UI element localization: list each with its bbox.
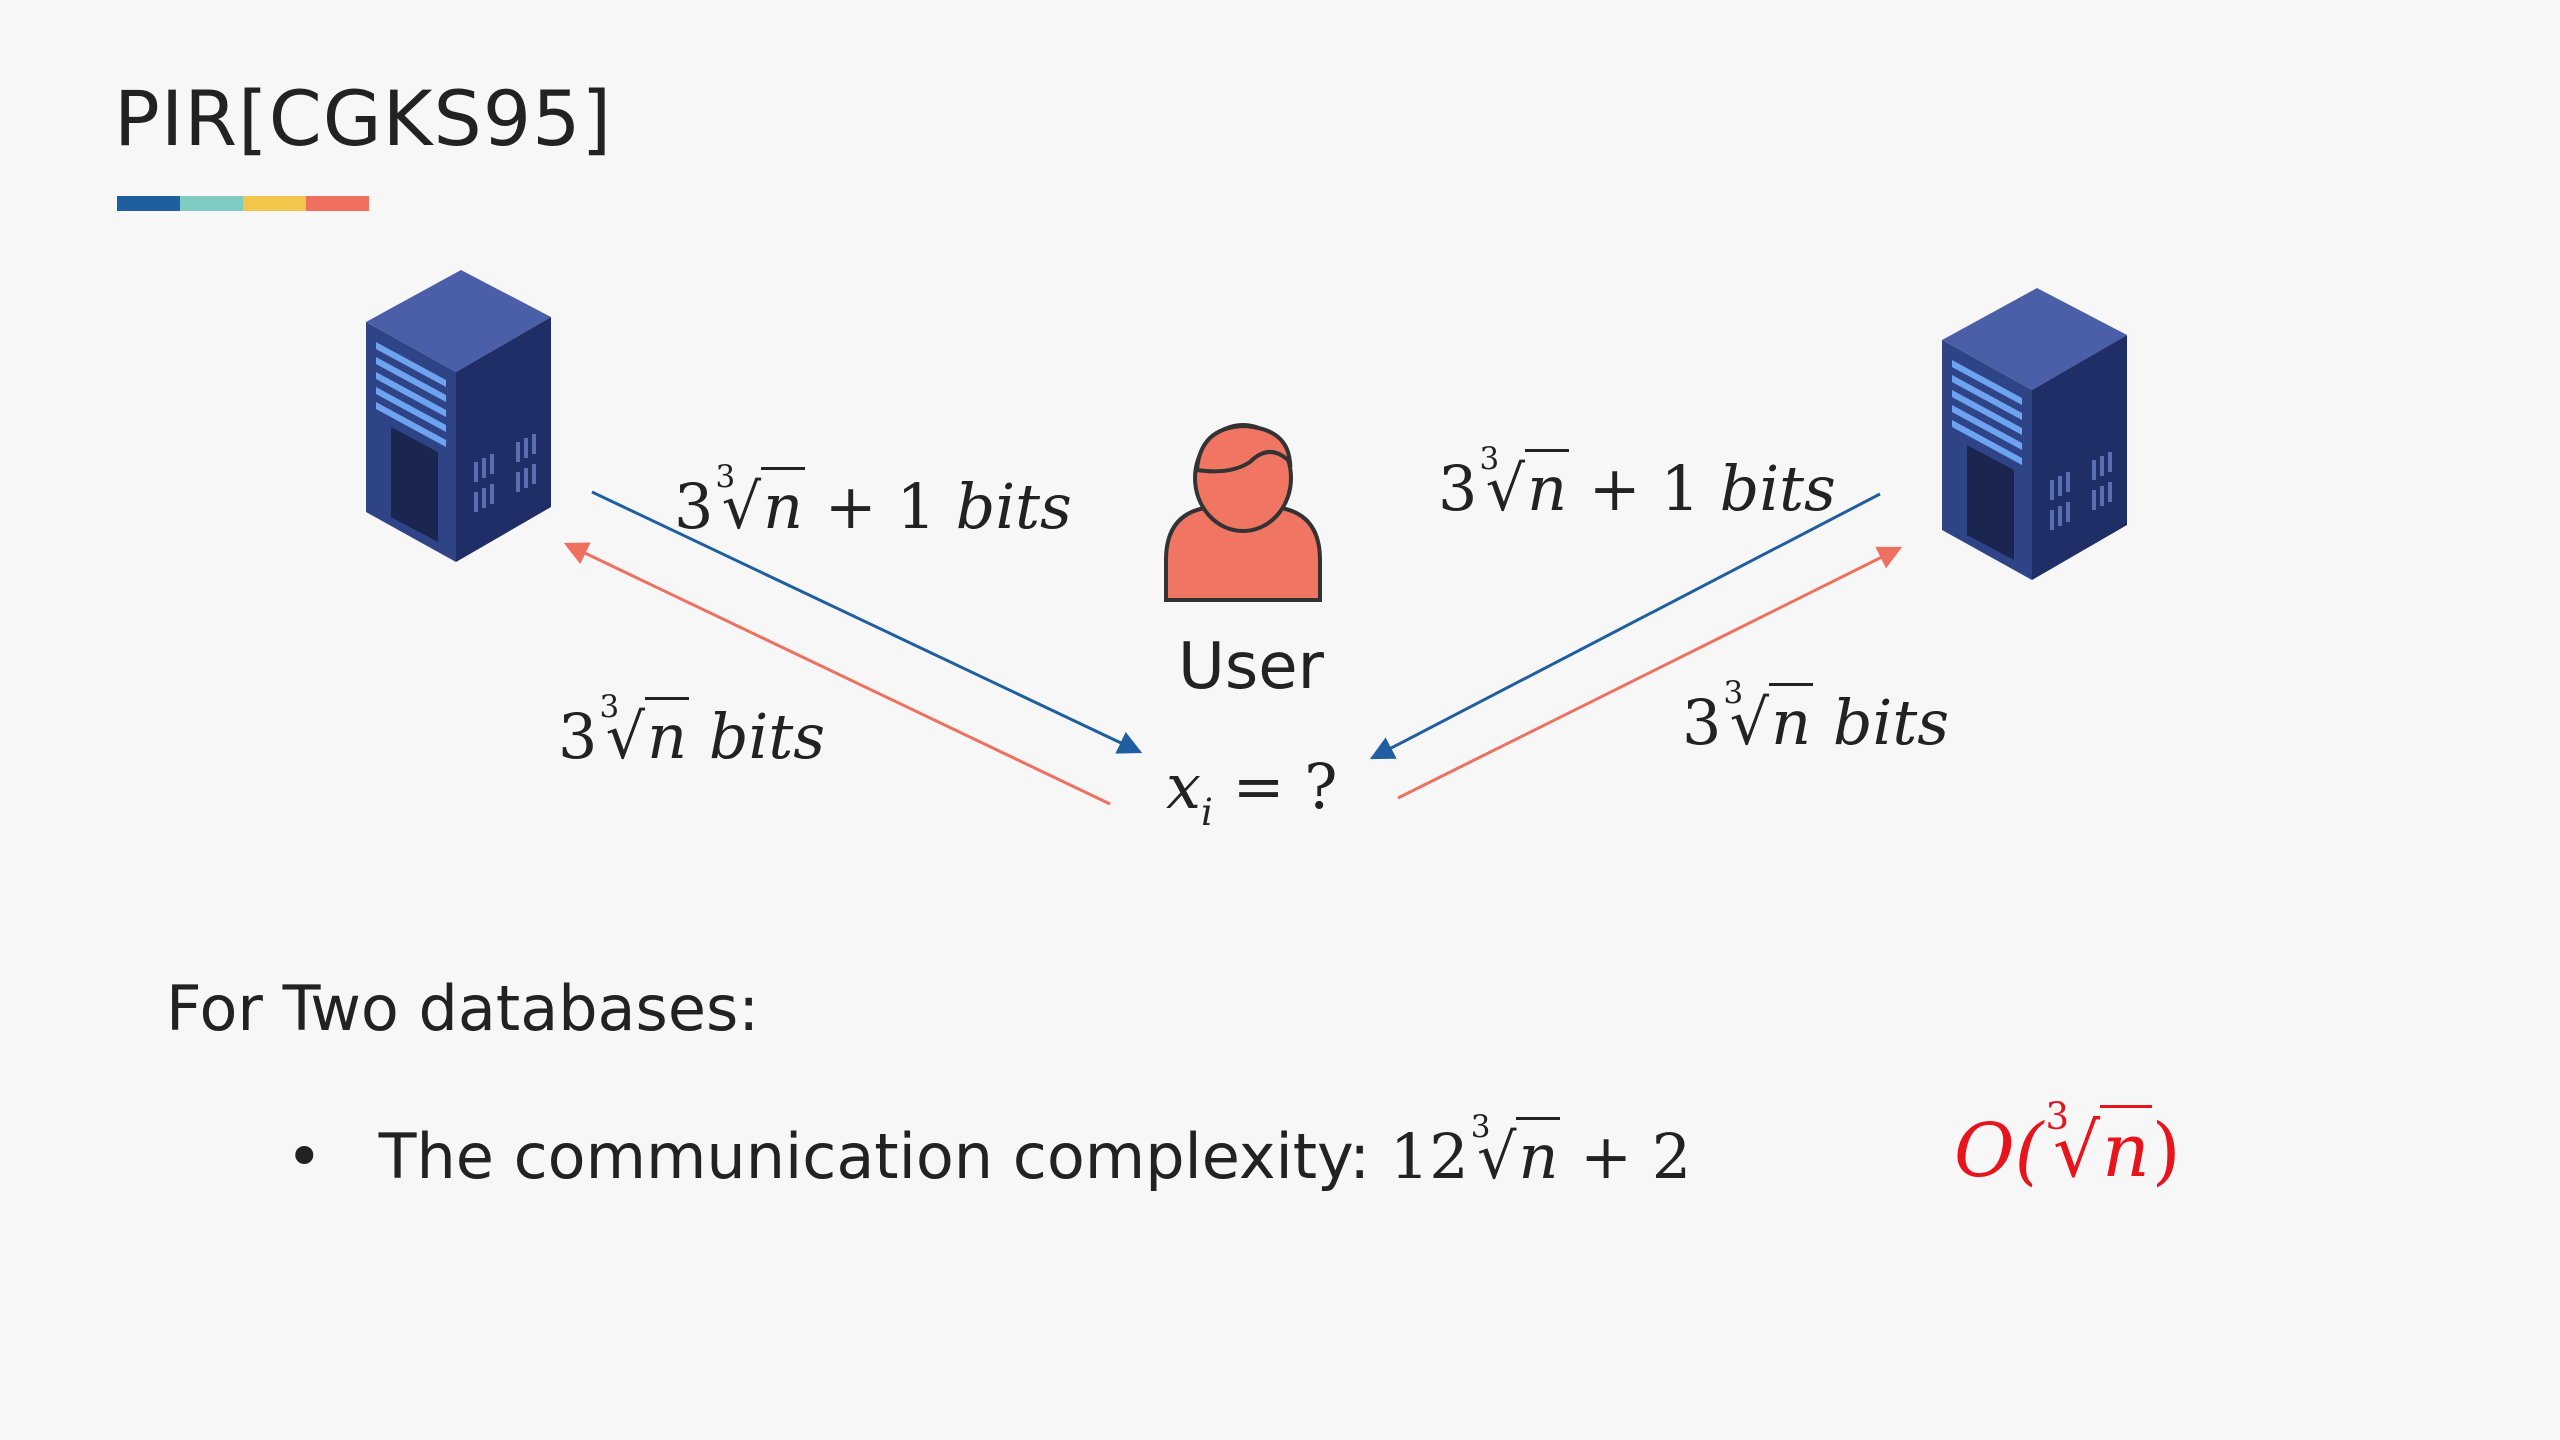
unit: bits [708,700,826,773]
accent-segment-3 [243,196,306,211]
cube-root: 3√n [1723,675,1814,759]
arrow-right-query [1369,492,1881,760]
plus-two: + 2 [1560,1120,1692,1193]
arrow-left-answer [563,542,1111,806]
query-variable: x [1166,750,1201,823]
coef: 12 [1389,1120,1469,1193]
coef: 3 [558,700,598,773]
user-icon [1164,423,1322,602]
server-left-icon [366,270,551,562]
summary-heading: For Two databases: [166,972,760,1045]
cube-root: 3√n [2045,1095,2152,1194]
query-equals: = ? [1212,750,1338,823]
coef: 3 [1438,452,1478,525]
arrow-right-answer [1397,546,1903,800]
radicand: n [645,697,690,773]
root-index: 3 [1470,1109,1491,1146]
unit: bits [1719,452,1836,525]
big-o-suffix: ) [2151,1108,2181,1194]
cube-root: 3√n [1479,441,1570,525]
big-o-complexity: O(3√n) [1954,1095,2181,1194]
bullet-dot: • [286,1120,323,1193]
user-label: User [1178,630,1324,704]
radicand: n [1525,449,1570,525]
big-o-prefix: O( [1954,1108,2044,1194]
root-index: 3 [715,459,736,496]
root-index: 3 [1479,441,1500,478]
radicand: n [1516,1117,1561,1193]
root-index: 3 [599,689,620,726]
cube-root: 3√n [1470,1109,1561,1193]
radicand: n [2100,1105,2152,1194]
cube-root: 3√n [715,459,806,543]
query-expression: xi = ? [1166,750,1338,834]
accent-segment-1 [117,196,180,211]
root-index: 3 [1723,675,1744,712]
query-index: i [1200,789,1213,834]
server-right-icon [1942,288,2127,580]
unit: bits [955,470,1072,543]
plus-one: + 1 [805,470,956,543]
coef: 3 [1682,686,1722,759]
arrow-left-query [591,490,1143,754]
radicand: n [1769,683,1814,759]
coef: 3 [674,470,714,543]
cube-root: 3√n [599,689,690,773]
root-index: 3 [2045,1095,2070,1139]
accent-segment-2 [180,196,243,211]
radicand: n [761,467,806,543]
plus-one: + 1 [1569,452,1720,525]
unit: bits [1832,686,1950,759]
slide-title: PIR[CGKS95] [114,74,613,163]
title-accent-bar [117,196,369,211]
accent-segment-4 [306,196,369,211]
summary-text: The communication complexity: [378,1120,1390,1193]
